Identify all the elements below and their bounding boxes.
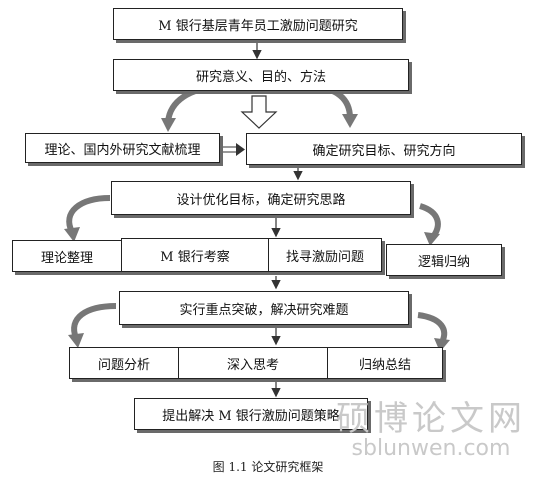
curved-arrow-right-3 (417, 312, 448, 344)
step3-text: 设计优化目标，确定研究思路 (176, 192, 346, 208)
title-text: M 银行基层青年员工激励问题研究 (158, 18, 358, 34)
curved-arrow-left-2 (66, 195, 111, 234)
step7-box: 提出解决 M 银行激励问题策略 (134, 398, 368, 430)
step4-box-4: 逻辑归纳 (386, 244, 502, 276)
step6-box-2: 深入思考 (178, 347, 328, 379)
step6-text-3: 归纳总结 (358, 357, 411, 373)
step2-left-text: 理论、国内外研究文献梳理 (44, 142, 201, 158)
step6-box-1: 问题分析 (69, 347, 179, 379)
step4-box-1: 理论整理 (12, 240, 122, 272)
figure-caption: 图 1.1 论文研究框架 (212, 460, 324, 474)
step4-text-3: 找寻激励问题 (285, 249, 364, 265)
step2-right-box: 确定研究目标、研究方向 (246, 133, 522, 165)
watermark-en: sblunwen.com (351, 436, 511, 461)
step4-text-1: 理论整理 (40, 250, 93, 266)
step5-text: 实行重点突破，解决研究难题 (179, 302, 349, 318)
hollow-down-arrow (240, 95, 278, 129)
step2-left-box: 理论、国内外研究文献梳理 (25, 133, 220, 163)
watermark-cn: 硕博论文网 (336, 399, 526, 439)
step1-box: 研究意义、目的、方法 (113, 59, 409, 91)
step4-text-4: 逻辑归纳 (417, 254, 470, 270)
watermark: 硕博论文网 sblunwen.com (336, 401, 526, 461)
step4-text-2: M 银行考察 (160, 249, 230, 265)
step6-text-2: 深入思考 (226, 357, 279, 373)
curved-arrow-left-1 (165, 85, 216, 123)
step4-box-2: M 银行考察 (121, 238, 269, 272)
step6-box-3: 归纳总结 (327, 347, 443, 379)
step6-text-1: 问题分析 (97, 357, 150, 373)
step2-right-text: 确定研究目标、研究方向 (312, 143, 456, 159)
curved-arrow-right-1 (315, 85, 353, 119)
step3-box: 设计优化目标，确定研究思路 (111, 181, 411, 215)
curved-arrow-left-3 (71, 303, 117, 340)
step4-box-3: 找寻激励问题 (268, 238, 382, 272)
step7-text: 提出解决 M 银行激励问题策略 (162, 408, 340, 424)
step1-text: 研究意义、目的、方法 (195, 69, 326, 85)
title-box: M 银行基层青年员工激励问题研究 (113, 8, 403, 40)
step5-box: 实行重点突破，解决研究难题 (119, 291, 409, 325)
